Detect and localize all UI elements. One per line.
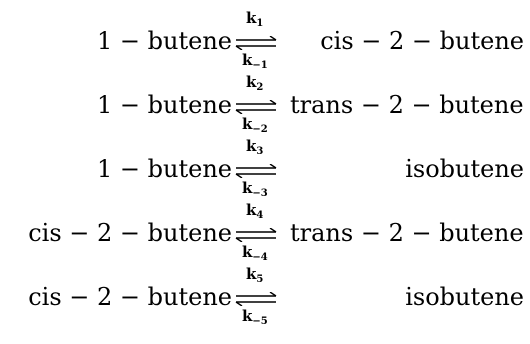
- forward-rate-constant: k5: [246, 265, 264, 285]
- reactant: 1 − butene: [97, 27, 232, 55]
- reverse-rate-constant: k−2: [242, 115, 268, 135]
- equation-3: 1 − butene k3 k−3 isobutene: [0, 136, 530, 200]
- reverse-rate-constant: k−4: [242, 243, 268, 263]
- reverse-rate-constant: k−3: [242, 179, 268, 199]
- equilibrium-arrows-icon: [235, 36, 277, 50]
- reactant: cis − 2 − butene: [28, 219, 232, 247]
- equilibrium-arrow: k2 k−2: [232, 73, 282, 135]
- forward-rate-constant: k4: [246, 201, 264, 221]
- equilibrium-arrows-icon: [235, 100, 277, 114]
- product: trans − 2 − butene: [290, 219, 524, 247]
- equilibrium-arrows-icon: [235, 164, 277, 178]
- product: isobutene: [405, 155, 524, 183]
- reactant: 1 − butene: [97, 155, 232, 183]
- reactant: cis − 2 − butene: [28, 283, 232, 311]
- equilibrium-arrow: k4 k−4: [232, 201, 282, 263]
- reactant: 1 − butene: [97, 91, 232, 119]
- equilibrium-arrow: k5 k−5: [232, 265, 282, 327]
- forward-rate-constant: k2: [246, 73, 264, 93]
- equilibrium-arrow: k3 k−3: [232, 137, 282, 199]
- product: cis − 2 − butene: [320, 27, 524, 55]
- equation-2: 1 − butene k2 k−2 trans − 2 − butene: [0, 72, 530, 136]
- product: trans − 2 − butene: [290, 91, 524, 119]
- forward-rate-constant: k3: [246, 137, 264, 157]
- equilibrium-arrows-icon: [235, 228, 277, 242]
- equation-4: cis − 2 − butene k4 k−4 trans − 2 − bute…: [0, 200, 530, 264]
- reaction-equations: 1 − butene k1 k−1 cis − 2 − butene 1 − b…: [0, 8, 530, 328]
- equilibrium-arrow: k1 k−1: [232, 9, 282, 71]
- equilibrium-arrows-icon: [235, 292, 277, 306]
- forward-rate-constant: k1: [246, 9, 264, 29]
- reverse-rate-constant: k−5: [242, 307, 268, 327]
- reverse-rate-constant: k−1: [242, 51, 268, 71]
- equation-1: 1 − butene k1 k−1 cis − 2 − butene: [0, 8, 530, 72]
- equation-5: cis − 2 − butene k5 k−5 isobutene: [0, 264, 530, 328]
- product: isobutene: [405, 283, 524, 311]
